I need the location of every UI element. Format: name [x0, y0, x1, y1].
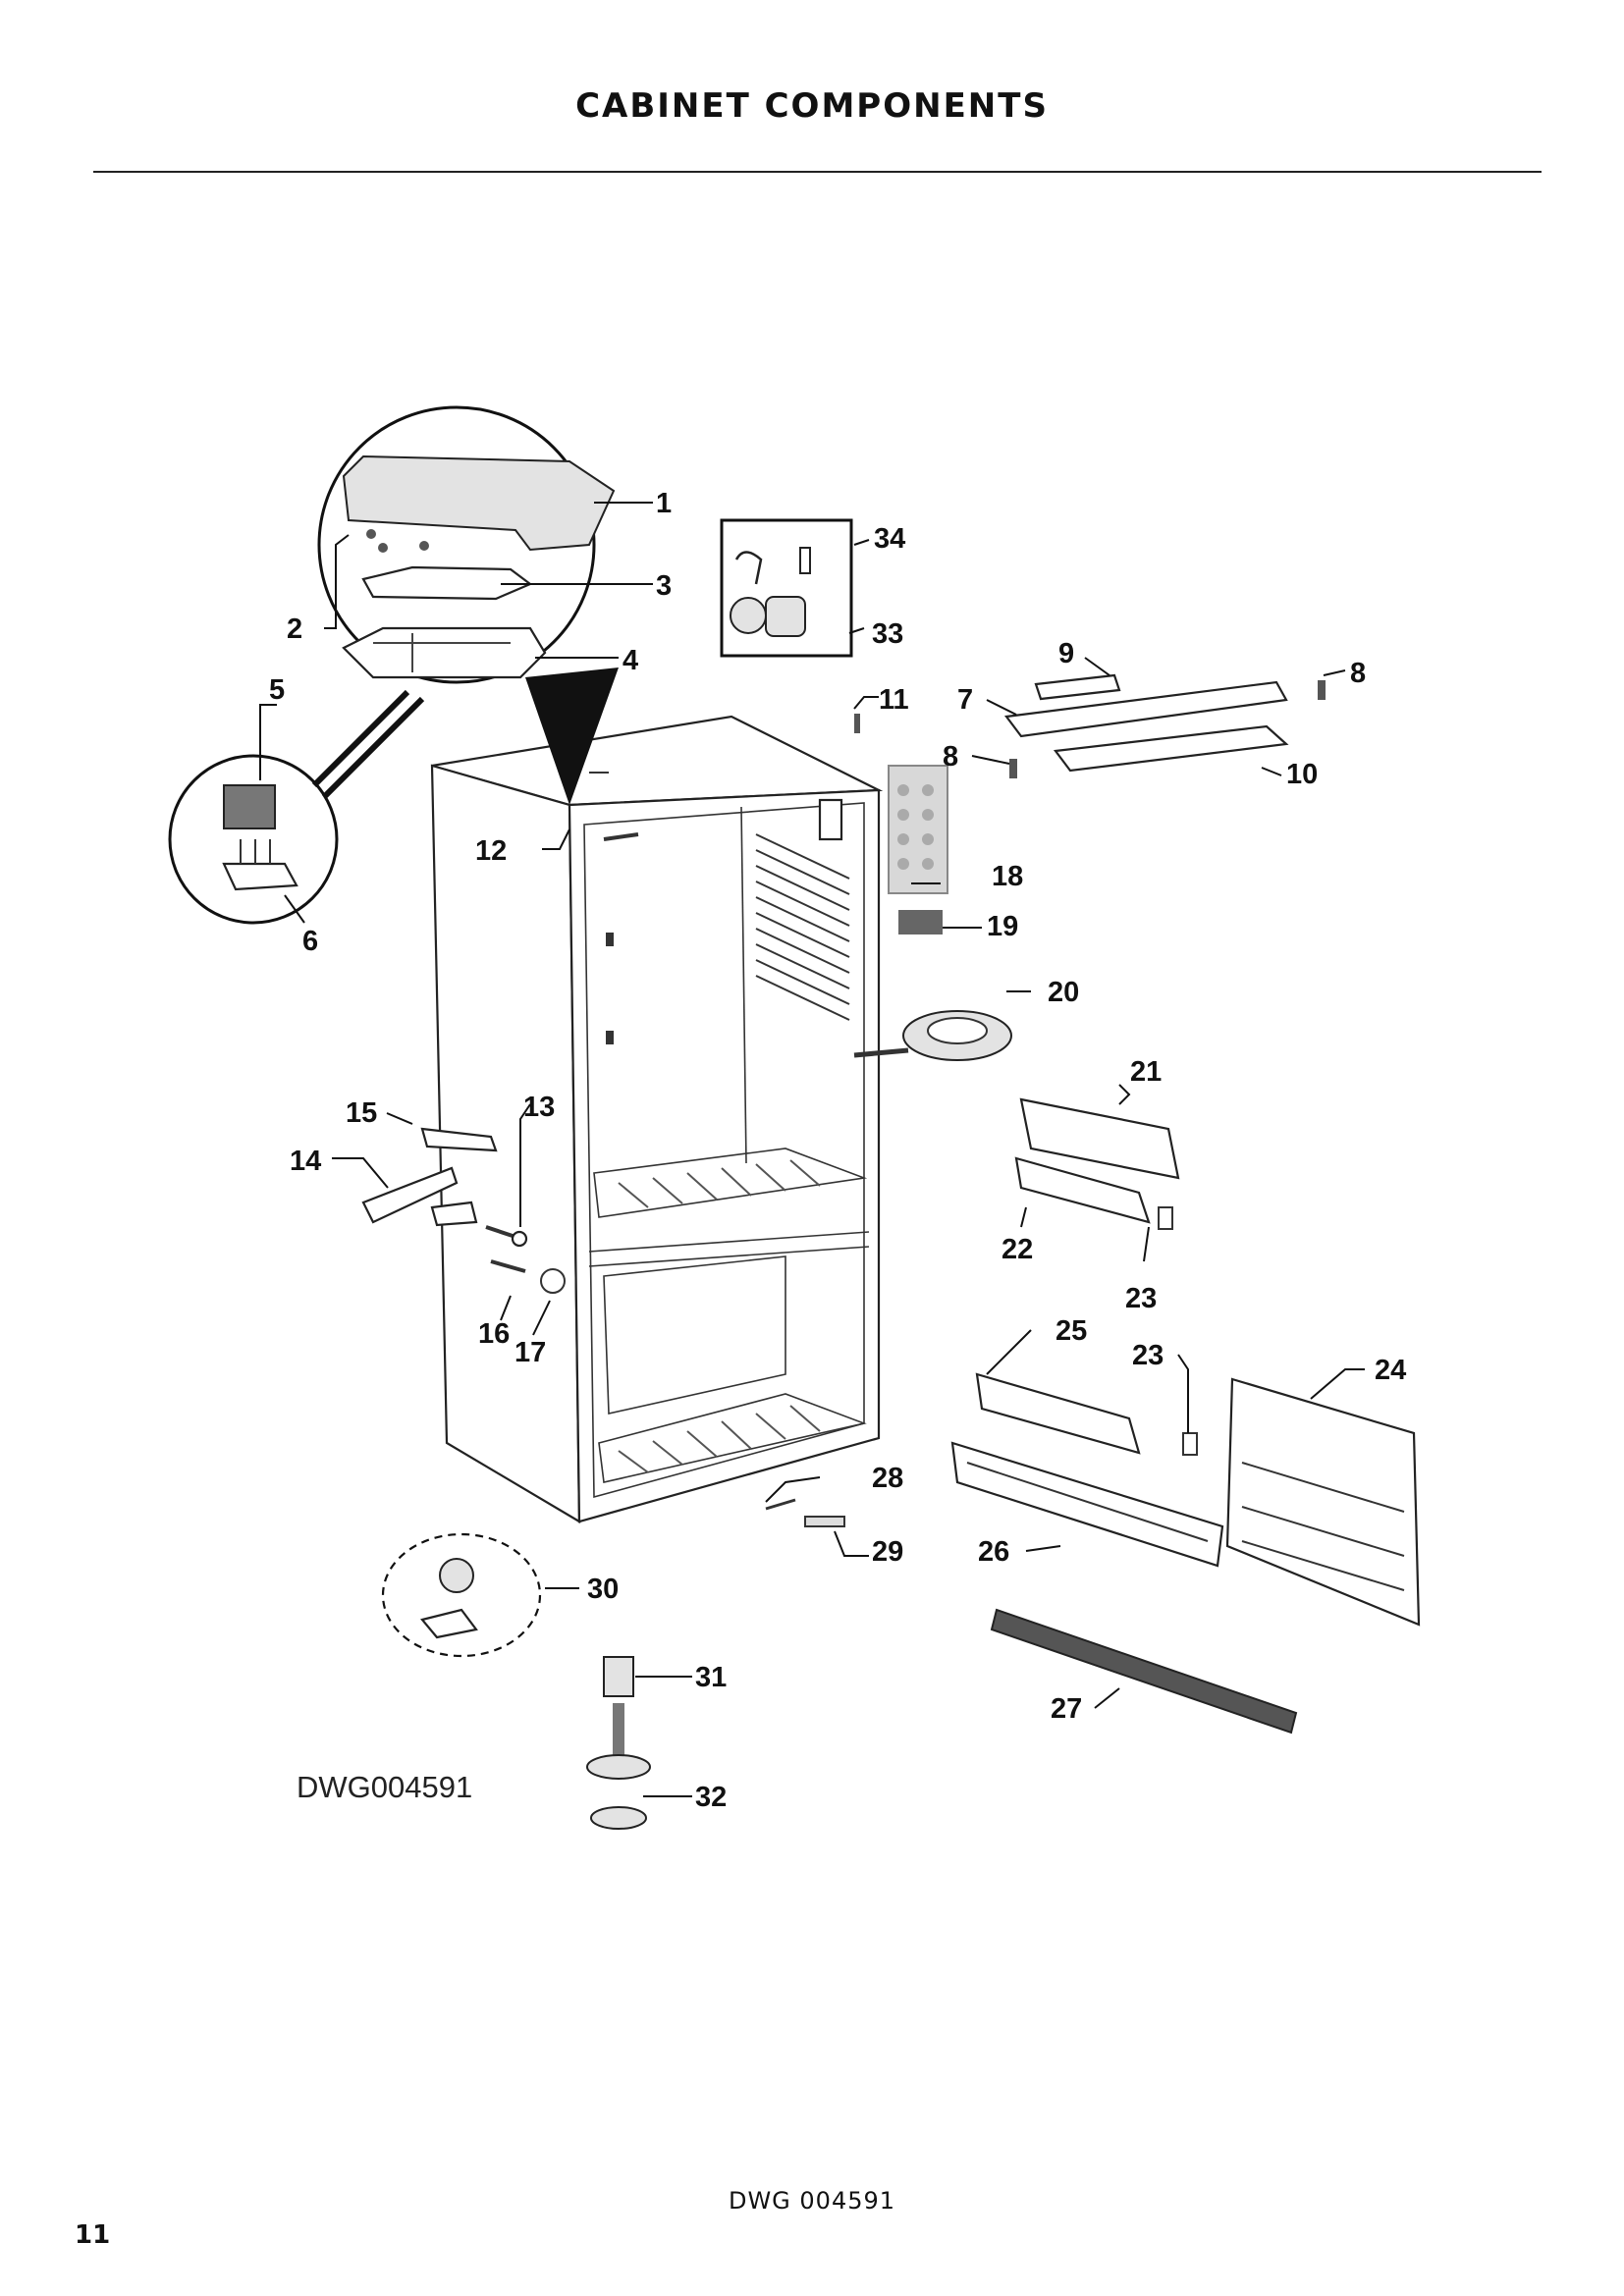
callout-16: 16 [478, 1318, 510, 1350]
callout-31: 31 [695, 1662, 727, 1693]
callout-23-upper: 23 [1125, 1283, 1157, 1314]
callout-24: 24 [1375, 1355, 1406, 1386]
hinge-and-leg-parts [361, 1127, 845, 1830]
callout-27: 27 [1051, 1693, 1082, 1725]
callout-34: 34 [874, 523, 905, 555]
callout-8-left: 8 [943, 741, 958, 773]
water-fitting-box [720, 518, 853, 658]
callout-28: 28 [872, 1463, 903, 1494]
page-title: CABINET COMPONENTS [575, 86, 1049, 126]
callout-2: 2 [287, 614, 302, 645]
callout-23-lower: 23 [1132, 1340, 1164, 1371]
callout-18: 18 [992, 861, 1023, 892]
footer-drawing-code: DWG 004591 [728, 2187, 896, 2215]
callout-13: 13 [523, 1092, 555, 1123]
callout-22: 22 [1001, 1234, 1033, 1265]
callout-6: 6 [302, 926, 318, 957]
callout-21: 21 [1130, 1056, 1162, 1088]
callout-8-right: 8 [1350, 658, 1366, 689]
connector-detail [168, 689, 425, 925]
callout-15: 15 [346, 1097, 377, 1129]
callout-12: 12 [475, 835, 507, 867]
callout-14: 14 [290, 1146, 321, 1177]
callout-11: 11 [879, 684, 909, 716]
top-cover-detail [317, 405, 619, 805]
right-parts [853, 673, 1421, 1735]
callout-25: 25 [1056, 1315, 1087, 1347]
cabinet-body [430, 715, 884, 1523]
callout-labels: 1 2 3 4 5 6 7 8 8 9 10 11 12 13 14 15 16… [269, 488, 1406, 1813]
callout-leaders [259, 502, 1365, 1797]
callout-1: 1 [656, 488, 672, 519]
callout-5: 5 [269, 674, 285, 706]
callout-20: 20 [1048, 977, 1079, 1008]
title-divider [93, 171, 1542, 173]
callout-19: 19 [987, 911, 1018, 942]
callout-32: 32 [695, 1782, 727, 1813]
callout-3: 3 [656, 570, 672, 602]
page-number: 11 [75, 2220, 111, 2250]
callout-26: 26 [978, 1536, 1009, 1568]
callout-29: 29 [872, 1536, 903, 1568]
callout-30: 30 [587, 1574, 619, 1605]
callout-10: 10 [1286, 759, 1318, 790]
callout-33: 33 [872, 618, 903, 650]
callout-7: 7 [957, 684, 973, 716]
callout-4: 4 [623, 645, 638, 676]
callout-9: 9 [1058, 638, 1074, 669]
drawing-code-inline: DWG004591 [297, 1770, 472, 1804]
callout-17: 17 [514, 1337, 546, 1368]
